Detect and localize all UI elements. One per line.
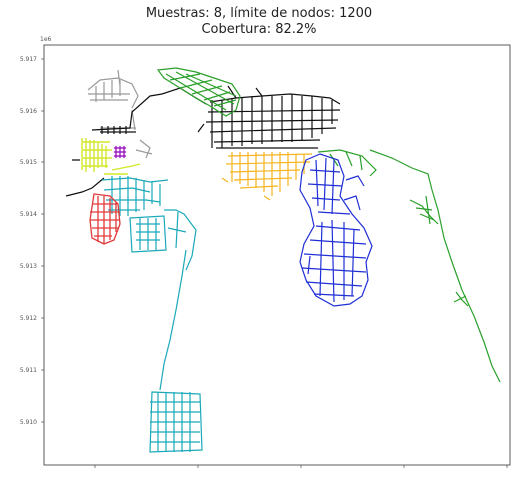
- y-tick: 5.914: [20, 211, 44, 218]
- purple-road-cluster: [114, 146, 126, 158]
- y-tick: 5.915: [20, 159, 44, 166]
- cyan-road-cluster: [101, 176, 203, 453]
- y-tick-label: 5.916: [20, 108, 37, 115]
- blue-road-cluster: [299, 153, 373, 307]
- y-tick-label: 5.912: [20, 315, 37, 322]
- y-tick: 5.916: [20, 108, 44, 115]
- map-title-line-2: Cobertura: 82.2%: [201, 22, 317, 37]
- y-tick: 5.913: [20, 263, 44, 270]
- map-title-line-1: Muestras: 8, límite de nodos: 1200: [145, 6, 373, 21]
- y-tick-label: 5.915: [20, 159, 37, 166]
- yellow-road-cluster: [81, 138, 141, 175]
- y-axis-exponent: 1e6: [40, 36, 52, 43]
- black-road-cluster: [65, 85, 341, 197]
- plot-frame: [43, 44, 511, 466]
- y-tick-label: 5.913: [20, 263, 37, 270]
- y-tick: 5.910: [20, 419, 44, 426]
- y-tick: 5.911: [20, 367, 44, 374]
- y-tick-label: 5.914: [20, 211, 37, 218]
- y-tick: 5.912: [20, 315, 44, 322]
- red-road-cluster: [89, 193, 121, 245]
- y-axis-ticks: 5.917 5.916 5.915 5.914 5.913 5.912 5.91…: [20, 56, 44, 426]
- orange-road-cluster: [221, 152, 313, 201]
- y-tick-label: 5.911: [20, 367, 37, 374]
- y-tick-label: 5.917: [20, 56, 37, 63]
- green-road-cluster: [156, 67, 501, 383]
- x-axis-ticks: [94, 465, 508, 468]
- y-tick-label: 5.910: [20, 419, 37, 426]
- y-tick: 5.917: [20, 56, 44, 63]
- gray-road-cluster: [87, 69, 153, 159]
